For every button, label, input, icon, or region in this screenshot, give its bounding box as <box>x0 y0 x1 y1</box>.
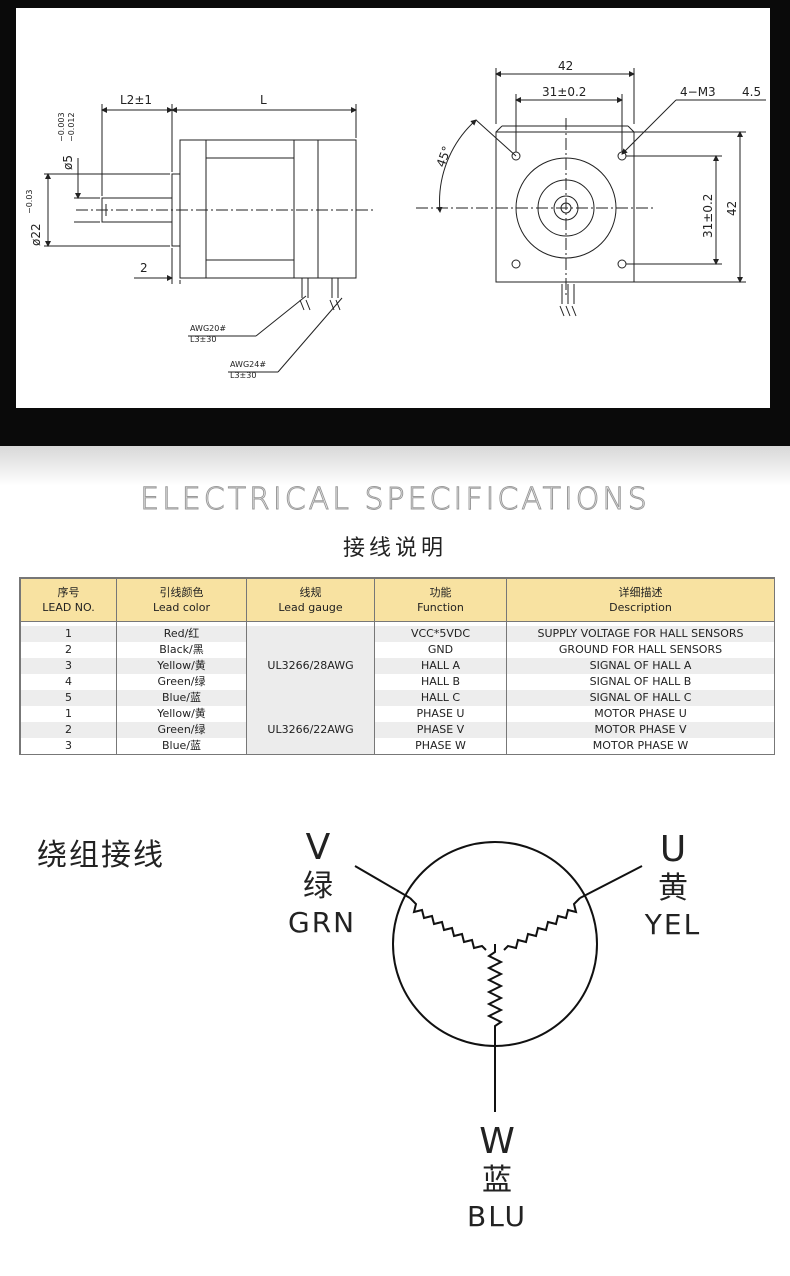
dim-l2: L2±1 <box>120 93 152 107</box>
coil-u <box>503 897 581 951</box>
lead2-awg: AWG24# <box>230 360 266 369</box>
dim-boss-diameter: ø22 <box>29 223 43 246</box>
label-u-en: YEL <box>644 908 702 941</box>
dim-hole-spacing-side: 31±0.2 <box>701 194 715 238</box>
table-row: 1 Yellow/黄 UL3266/22AWG PHASE U MOTOR PH… <box>20 706 775 754</box>
label-u: U 黄 YEL <box>638 830 708 942</box>
dim-front-height: 42 <box>725 201 739 216</box>
label-v-letter: V <box>305 827 331 868</box>
label-w-en: BLU <box>467 1200 527 1233</box>
lead1-awg: AWG20# <box>190 324 226 333</box>
dim-boss-tol: −0.03 <box>25 189 34 214</box>
dim-front-width: 42 <box>558 59 573 73</box>
dim-hole-spacing-top: 31±0.2 <box>542 85 586 99</box>
dimension-drawing-panel: L2±1 L ø5 −0.003 −0.012 ø22 −0.03 2 AWG2… <box>16 8 770 408</box>
dim-shaft-diameter: ø5 <box>61 155 75 170</box>
dim-mount-holes: 4−M3 <box>680 85 716 99</box>
label-v: V 绿 GRN <box>288 827 357 940</box>
label-w-letter: W <box>479 1121 515 1162</box>
dimension-drawing: L2±1 L ø5 −0.003 −0.012 ø22 −0.03 2 AWG2… <box>25 59 766 380</box>
label-u-letter: U <box>659 829 687 870</box>
gauge-hall-cell: UL3266/28AWG <box>246 626 375 706</box>
dim-two: 2 <box>140 261 148 275</box>
lead-u <box>579 865 643 899</box>
gauge-phase-cell: UL3266/22AWG <box>246 706 375 754</box>
table-row: 4 Green/绿 HALL B SIGNAL OF HALL B <box>20 674 775 690</box>
table-row: 5 Blue/蓝 HALL C SIGNAL OF HALL C <box>20 690 775 706</box>
dim-shaft-tol-a: −0.003 <box>57 112 66 142</box>
table-row: 3 Blue/蓝 PHASE W MOTOR PHASE W <box>20 738 775 754</box>
wiring-title: 绕组接线 <box>37 838 165 873</box>
winding-diagram <box>354 841 643 1112</box>
coil-v <box>409 897 487 951</box>
label-v-en: GRN <box>288 906 357 939</box>
section-title-cn: 接线说明 <box>342 536 447 561</box>
dim-shaft-tol-b: −0.012 <box>67 112 76 142</box>
dim-mount-depth: 4.5 <box>742 85 761 99</box>
table-row: 1 Red/红 UL3266/28AWG VCC*5VDC SUPPLY VOL… <box>20 626 775 706</box>
coil-w <box>486 944 504 1040</box>
table-row: 2 Green/绿 PHASE V MOTOR PHASE V <box>20 722 775 738</box>
lead1-length: L3±30 <box>190 335 216 344</box>
label-w-cn: 蓝 <box>482 1163 512 1198</box>
label-u-cn: 黄 <box>658 871 688 906</box>
lead2-length: L3±30 <box>230 371 256 380</box>
table-row: 3 Yellow/黄 HALL A SIGNAL OF HALL A <box>20 658 775 674</box>
label-v-cn: 绿 <box>303 869 333 904</box>
section-divider <box>0 446 790 486</box>
dim-l: L <box>260 93 267 107</box>
front-flange-outline <box>495 131 635 283</box>
dim-angle: 45° <box>434 144 454 169</box>
label-w: W 蓝 BLU <box>462 1122 532 1234</box>
lead-v <box>354 865 411 899</box>
section-title-en: ELECTRICAL SPECIFICATIONS <box>140 482 650 518</box>
table-row: 2 Black/黑 GND GROUND FOR HALL SENSORS <box>20 642 775 658</box>
